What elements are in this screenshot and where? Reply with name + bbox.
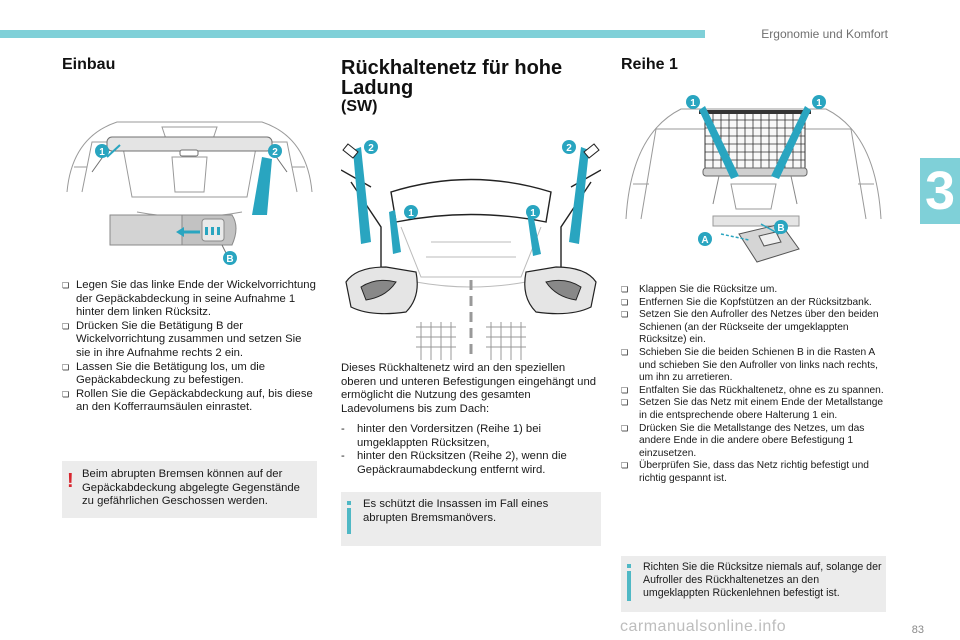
marker-2-left-label: 2 [368,143,374,154]
marker-1-right-label: 1 [530,208,536,219]
list-item: ❏Setzen Sie das Netz mit einem Ende der … [621,397,884,421]
checkbox-bullet-icon: ❏ [62,281,70,290]
list-item: ❏Rollen Sie die Gepäckabdeckung auf, bis… [62,387,313,414]
info-note-text: Es schützt die Insassen im Fall eines ab… [363,498,549,524]
marker-b-label: B [777,223,784,234]
list-item: ❏Lassen Sie die Betätigung los, um die G… [62,360,266,387]
list-item: ❏Schieben Sie die beiden Schienen B in d… [621,346,878,384]
checkbox-bullet-icon: ❏ [621,297,629,307]
marker-1-icon [404,205,418,219]
marker-1-left-label: 1 [408,208,414,219]
net-illustration: 2 2 1 1 [341,132,601,360]
marker-b-label: B [226,254,233,265]
info-icon [627,564,631,601]
marker-2-icon [268,144,282,158]
reihe1-heading: Reihe 1 [621,56,678,73]
list-item: ❏Überprüfen Sie, dass das Netz richtig b… [621,460,869,484]
marker-2-icon [562,140,576,154]
marker-2-right-label: 2 [566,143,572,154]
checkbox-bullet-icon: ❏ [621,347,629,357]
info-note: Richten Sie die Rücksitze niemals auf, s… [621,556,886,612]
marker-a-icon [698,232,712,246]
dash-bullet-icon: - [341,423,345,435]
marker-b-icon [223,251,237,265]
net-description: Dieses Rückhaltenetz wird an den speziel… [341,362,597,415]
net-usage-list: -hinter den Vordersitzen (Reihe 1) bei u… [341,423,601,477]
page-number: 83 [911,624,924,636]
marker-2-label: 2 [272,147,278,158]
marker-1-label: 1 [99,147,105,158]
warning-icon: ! [67,470,74,492]
list-item: ❏Setzen Sie den Aufroller des Netzes übe… [621,309,879,346]
list-item: ❏Entfalten Sie das Rückhaltenetz, ohne e… [621,384,884,396]
marker-2-icon [364,140,378,154]
list-item: ❏Drücken Sie die Betätigung B der Wickel… [62,319,302,359]
checkbox-bullet-icon: ❏ [62,362,70,372]
watermark: carmanualsonline.info [620,618,787,635]
header-accent-bar [0,30,705,38]
info-note-text: Richten Sie die Rücksitze niemals auf, s… [643,561,882,599]
marker-1-icon [95,144,109,158]
checkbox-bullet-icon: ❏ [621,423,629,433]
section-title: Ergonomie und Komfort [761,27,888,41]
marker-1-icon [526,205,540,219]
net-heading: Rückhaltenetz für hohe Ladung [341,57,563,99]
marker-a-label: A [701,235,708,246]
warning-note: ! Beim abrupten Bremsen können auf der G… [62,461,317,518]
einbau-heading: Einbau [62,56,116,73]
einbau-steps: ❏Legen Sie das linke Ende der Wickelvorr… [62,279,317,415]
cargo-cover-diagram: 1 2 B [66,121,313,265]
einbau-illustration: 1 2 B [62,97,317,269]
dash-bullet-icon: - [341,450,345,463]
list-item: ❏Klappen Sie die Rücksitze um. [621,284,778,295]
checkbox-bullet-icon: ❏ [621,285,629,294]
list-item: -hinter den Vordersitzen (Reihe 1) bei u… [341,423,541,449]
row1-net-diagram: 1 1 A B [625,95,882,263]
list-item: ❏Drücken Sie die Metallstange des Netzes… [621,422,865,459]
checkbox-bullet-icon: ❏ [621,310,629,320]
checkbox-bullet-icon: ❏ [621,461,629,471]
reihe1-illustration: 1 1 A B [621,84,886,276]
list-item: ❏Entfernen Sie die Kopfstützen an der Rü… [621,296,872,308]
checkbox-bullet-icon: ❏ [621,398,629,408]
warning-note-text: Beim abrupten Bremsen können auf der Gep… [82,468,300,508]
checkbox-bullet-icon: ❏ [62,321,70,331]
reihe1-steps: ❏Klappen Sie die Rücksitze um. ❏Entferne… [621,284,886,486]
marker-1-icon [686,95,700,109]
marker-1-right-label: 1 [816,98,822,109]
checkbox-bullet-icon: ❏ [621,385,629,395]
chapter-tab: 3 [920,158,960,224]
info-icon [347,501,351,534]
net-subheading: (SW) [341,98,378,115]
net-anchor-diagram: 2 2 1 1 [341,140,601,360]
marker-1-left-label: 1 [690,98,696,109]
list-item: ❏Legen Sie das linke Ende der Wickelvorr… [62,279,316,319]
marker-1-icon [812,95,826,109]
checkbox-bullet-icon: ❏ [62,389,70,399]
marker-b-icon [774,220,788,234]
list-item: -hinter den Rücksitzen (Reihe 2), wenn d… [341,450,567,476]
info-note: Es schützt die Insassen im Fall eines ab… [341,492,601,546]
